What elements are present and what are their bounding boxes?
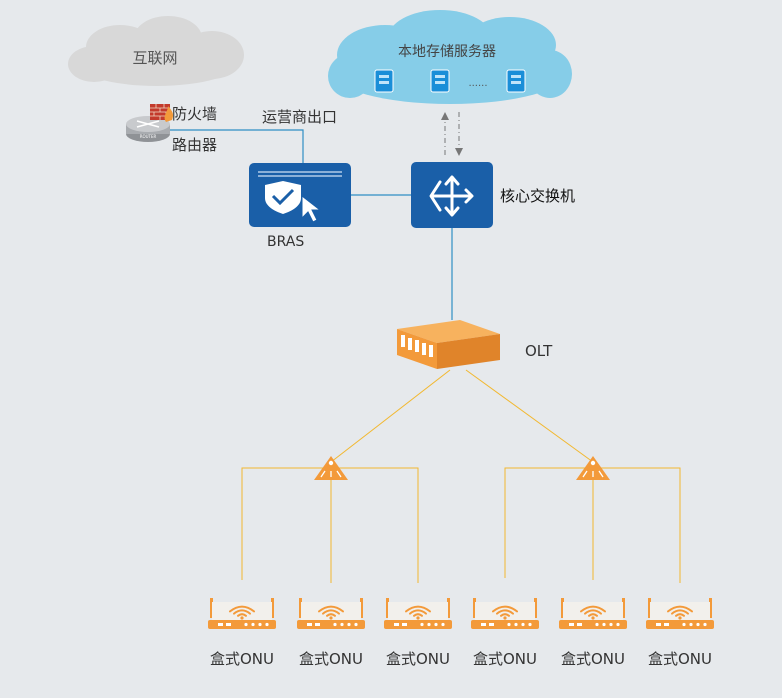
onu-label: 盒式ONU [210, 650, 274, 668]
wifi-router-icon [667, 605, 693, 617]
onu-label: 盒式ONU [473, 650, 537, 668]
wifi-router-icon [405, 605, 431, 617]
core-switch-device [411, 162, 493, 228]
wifi-router-icon [492, 605, 518, 617]
carrier-exit-label: 运营商出口 [262, 108, 337, 126]
server-icon [430, 69, 450, 93]
firewall-label: 防火墙 [172, 105, 217, 123]
onu-device: 盒式ONU [208, 598, 276, 668]
splitter-icon [576, 456, 610, 480]
onu-label: 盒式ONU [299, 650, 363, 668]
olt-label: OLT [525, 342, 553, 360]
router-badge: ROUTER [140, 134, 157, 139]
storage-label: 本地存储服务器 [398, 44, 496, 60]
bras-label: BRAS [267, 234, 304, 250]
router-label: 路由器 [172, 136, 217, 154]
firewall-icon [150, 104, 174, 122]
onu-device: 盒式ONU [297, 598, 365, 668]
wifi-router-icon [318, 605, 344, 617]
router-bras-link [160, 129, 304, 163]
splitter-left-fanout [241, 467, 419, 583]
onu-device: 盒式ONU [384, 598, 452, 668]
server-icon [506, 69, 526, 93]
connections [160, 112, 681, 583]
internet-cloud: 互联网 [68, 16, 244, 86]
onu-device: 盒式ONU [559, 598, 627, 668]
wifi-router-icon [229, 605, 255, 617]
onu-label: 盒式ONU [386, 650, 450, 668]
core-switch-label: 核心交换机 [500, 187, 575, 205]
olt-splitter-left-link [330, 369, 451, 463]
bras-device [249, 163, 351, 227]
onu-device: 盒式ONU [471, 598, 539, 668]
internet-label: 互联网 [132, 49, 177, 67]
four-arrows-icon [429, 175, 474, 217]
storage-cloud: 本地存储服务器 ...... [328, 10, 572, 104]
onu-group: 盒式ONU 盒式ONU 盒式ONU 盒式ONU 盒式ONU 盒式ONU [208, 598, 714, 668]
onu-device: 盒式ONU [646, 598, 714, 668]
storage-ellipsis: ...... [468, 78, 487, 89]
onu-label: 盒式ONU [648, 650, 712, 668]
splitter-icon [314, 456, 348, 480]
server-icon [374, 69, 394, 93]
wifi-router-icon [580, 605, 606, 617]
olt-device [397, 320, 500, 369]
olt-splitter-right-link [465, 369, 594, 463]
shield-cursor-icon [265, 181, 322, 223]
onu-label: 盒式ONU [561, 650, 625, 668]
